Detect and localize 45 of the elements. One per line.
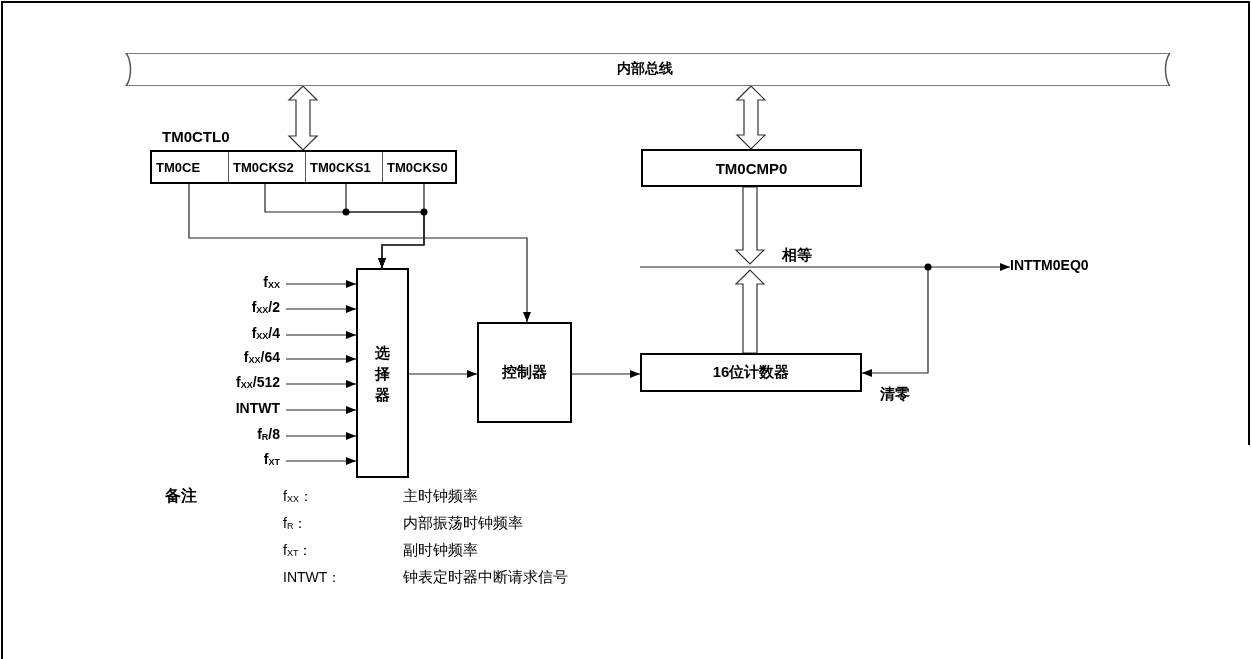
hollow-arrow [287, 85, 319, 151]
note-heading: 备注 [165, 486, 197, 506]
arrow [639, 263, 1011, 271]
bus-label: 内部总线 [616, 60, 674, 78]
arrow [285, 305, 357, 313]
arrow [285, 355, 357, 363]
arrow [285, 432, 357, 440]
note-text: 主时钟频率 [403, 487, 478, 506]
input-signal-name: f$_{XX}$ [180, 274, 280, 294]
block-box: 控制器 [477, 322, 572, 423]
edge-label: 相等 [782, 246, 812, 265]
note-symbol: INTWT： [283, 569, 342, 587]
input-signal-name: INTWT [180, 400, 280, 420]
input-signal-name: f$_{XX}$/4 [180, 325, 280, 345]
arrow [571, 370, 641, 378]
register-bit-cell: TM0CKS0 [382, 152, 455, 182]
input-signal-name: f$_{XX}$/2 [180, 299, 280, 319]
input-signal-name: f$_{XT}$ [180, 451, 280, 471]
input-signal-name: f$_{XX}$/512 [180, 374, 280, 394]
arrow [285, 380, 357, 388]
register-bit-cell: TM0CKS2 [228, 152, 305, 182]
note-text: 副时钟频率 [403, 541, 478, 560]
block-box: TM0CMP0 [641, 149, 862, 187]
arrow [408, 370, 478, 378]
register-bit-cell: TM0CKS1 [305, 152, 382, 182]
block-box: 16位计数器 [640, 353, 862, 392]
arrow [285, 457, 357, 465]
register-name: TM0CTL0 [162, 128, 230, 145]
note-text: 内部振荡时钟频率 [403, 514, 523, 533]
note-text: 钟表定时器中断请求信号 [403, 568, 568, 587]
arrow [285, 280, 357, 288]
note-symbol: f$_{R}$： [283, 515, 308, 533]
signal-name: INTTM0EQ0 [1010, 257, 1140, 277]
note-symbol: f$_{XX}$： [283, 488, 313, 506]
hollow-arrow [734, 269, 766, 354]
arrow [285, 406, 357, 414]
arrow [285, 331, 357, 339]
register-bit-cell: TM0CE [152, 152, 228, 182]
note-symbol: f$_{XT}$： [283, 542, 313, 560]
hollow-arrow [734, 186, 766, 265]
input-signal-name: f$_{XX}$/64 [180, 349, 280, 369]
input-signal-name: f$_{R}$/8 [180, 426, 280, 446]
selector-box: 选择器 [356, 268, 409, 478]
hollow-arrow [735, 85, 767, 150]
edge-label: 清零 [880, 385, 910, 404]
